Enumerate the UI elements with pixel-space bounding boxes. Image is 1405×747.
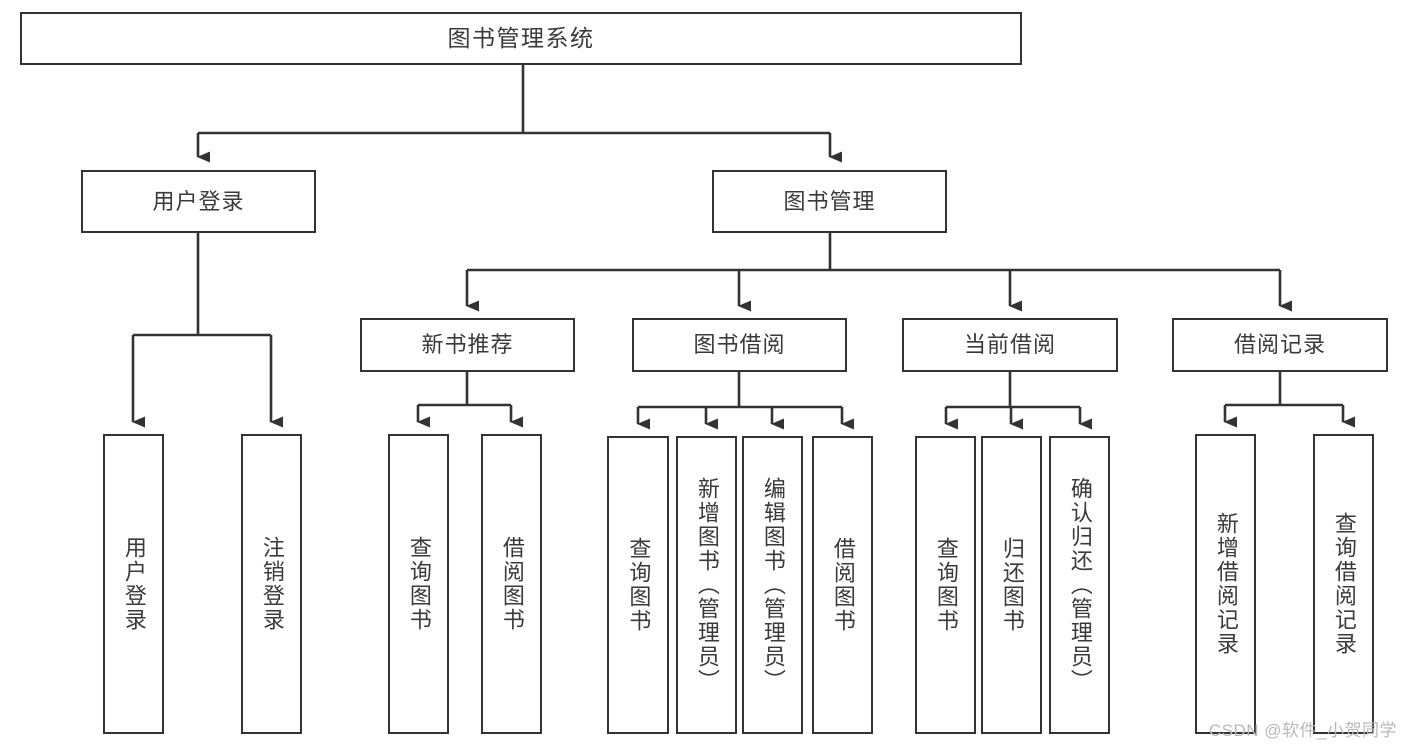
node-label: 查询图书 — [406, 536, 432, 632]
node-book-borrow[interactable]: 图书借阅 — [632, 318, 847, 372]
node-label: 确认归还（管理员） — [1067, 477, 1093, 693]
node-leaf-logout[interactable]: 注销登录 — [241, 434, 302, 734]
node-leaf-confirm-return[interactable]: 确认归还（管理员） — [1049, 436, 1110, 734]
node-leaf-query-book-1[interactable]: 查询图书 — [388, 434, 449, 734]
node-leaf-borrow-book-2[interactable]: 借阅图书 — [812, 436, 873, 734]
node-label: 查询图书 — [626, 537, 652, 633]
node-user-login[interactable]: 用户登录 — [81, 170, 316, 233]
csdn-watermark: CSDN @软件_小贺同学 — [1208, 721, 1397, 740]
node-label: 用户登录 — [152, 188, 245, 214]
node-leaf-add-book[interactable]: 新增图书（管理员） — [676, 436, 737, 734]
node-leaf-return-book[interactable]: 归还图书 — [981, 436, 1042, 734]
node-label: 归还图书 — [999, 537, 1025, 633]
node-label: 借阅图书 — [499, 536, 525, 632]
node-label: 用户登录 — [121, 536, 147, 632]
node-label: 新增图书（管理员） — [694, 477, 720, 693]
node-leaf-user-login[interactable]: 用户登录 — [103, 434, 164, 734]
node-label: 借阅记录 — [1233, 332, 1326, 358]
node-leaf-query-record[interactable]: 查询借阅记录 — [1313, 434, 1374, 734]
node-label: 图书管理 — [783, 188, 876, 214]
node-borrow-record[interactable]: 借阅记录 — [1172, 318, 1388, 372]
node-label: 当前借阅 — [963, 332, 1056, 358]
node-label: 图书借阅 — [693, 332, 786, 358]
node-leaf-add-record[interactable]: 新增借阅记录 — [1195, 434, 1256, 734]
node-label: 新书推荐 — [421, 332, 514, 358]
node-label: 查询借阅记录 — [1331, 512, 1357, 656]
node-label: 借阅图书 — [830, 537, 856, 633]
node-leaf-borrow-book-1[interactable]: 借阅图书 — [481, 434, 542, 734]
node-root-system[interactable]: 图书管理系统 — [20, 12, 1022, 65]
node-label: 新增借阅记录 — [1213, 512, 1239, 656]
node-label: 编辑图书（管理员） — [760, 477, 786, 693]
node-leaf-query-book-3[interactable]: 查询图书 — [915, 436, 976, 734]
node-leaf-query-book-2[interactable]: 查询图书 — [607, 436, 669, 734]
node-label: 图书管理系统 — [447, 25, 595, 52]
node-new-book-rec[interactable]: 新书推荐 — [360, 318, 575, 372]
node-label: 查询图书 — [933, 537, 959, 633]
node-current-borrow[interactable]: 当前借阅 — [902, 318, 1118, 372]
node-leaf-edit-book[interactable]: 编辑图书（管理员） — [742, 436, 803, 734]
node-label: 注销登录 — [259, 536, 285, 632]
node-book-manage[interactable]: 图书管理 — [712, 170, 947, 233]
